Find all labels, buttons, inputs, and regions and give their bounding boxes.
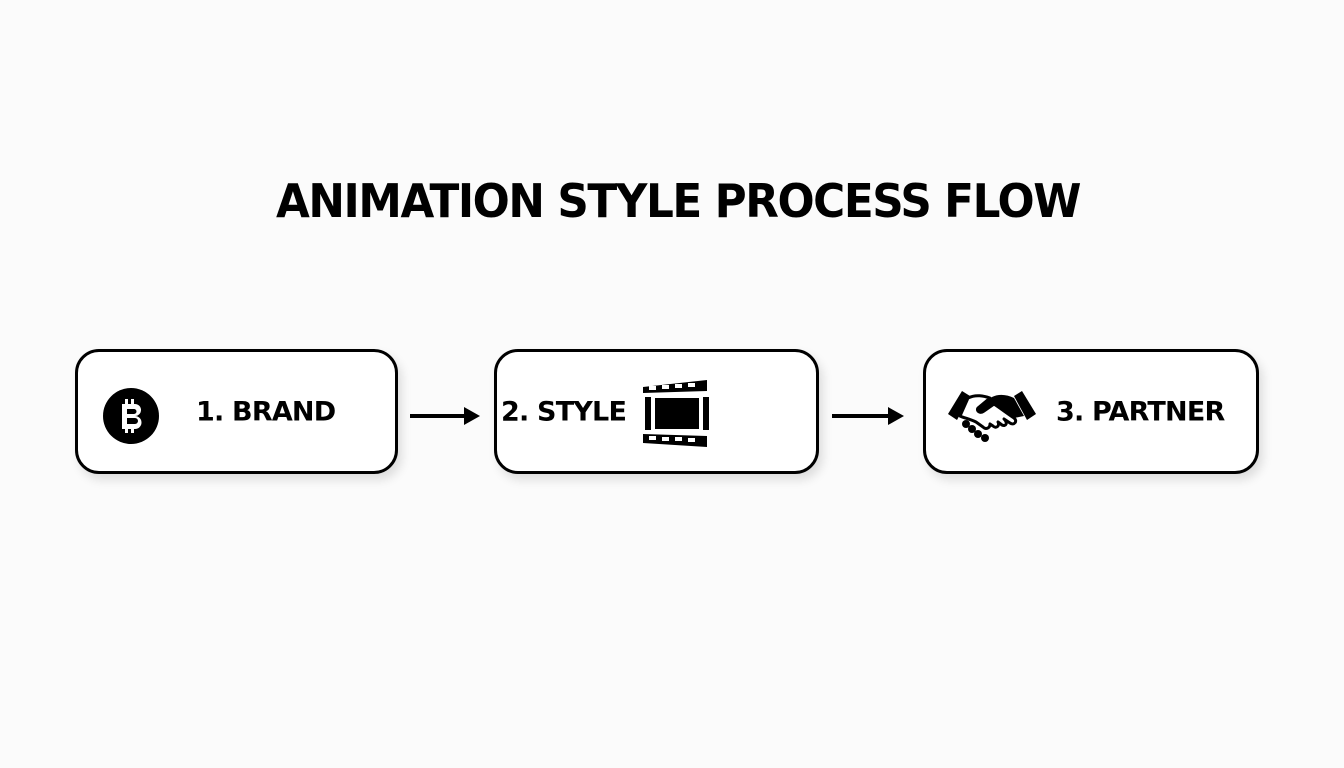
film-strip-icon bbox=[643, 380, 709, 447]
bitcoin-icon bbox=[103, 388, 159, 444]
handshake-icon bbox=[948, 391, 1036, 442]
step-box-brand: 1. BRAND bbox=[75, 349, 398, 474]
step-label-brand: 1. BRAND bbox=[196, 396, 336, 427]
arrow-right-icon bbox=[410, 407, 480, 425]
diagram-title: ANIMATION STYLE PROCESS FLOW bbox=[276, 174, 1081, 228]
arrow-right-icon bbox=[832, 407, 904, 425]
step-label-style: 2. STYLE bbox=[501, 396, 627, 427]
step-box-partner: 3. PARTNER bbox=[923, 349, 1259, 474]
step-box-style: 2. STYLE bbox=[494, 349, 819, 474]
step-label-partner: 3. PARTNER bbox=[1056, 396, 1225, 427]
